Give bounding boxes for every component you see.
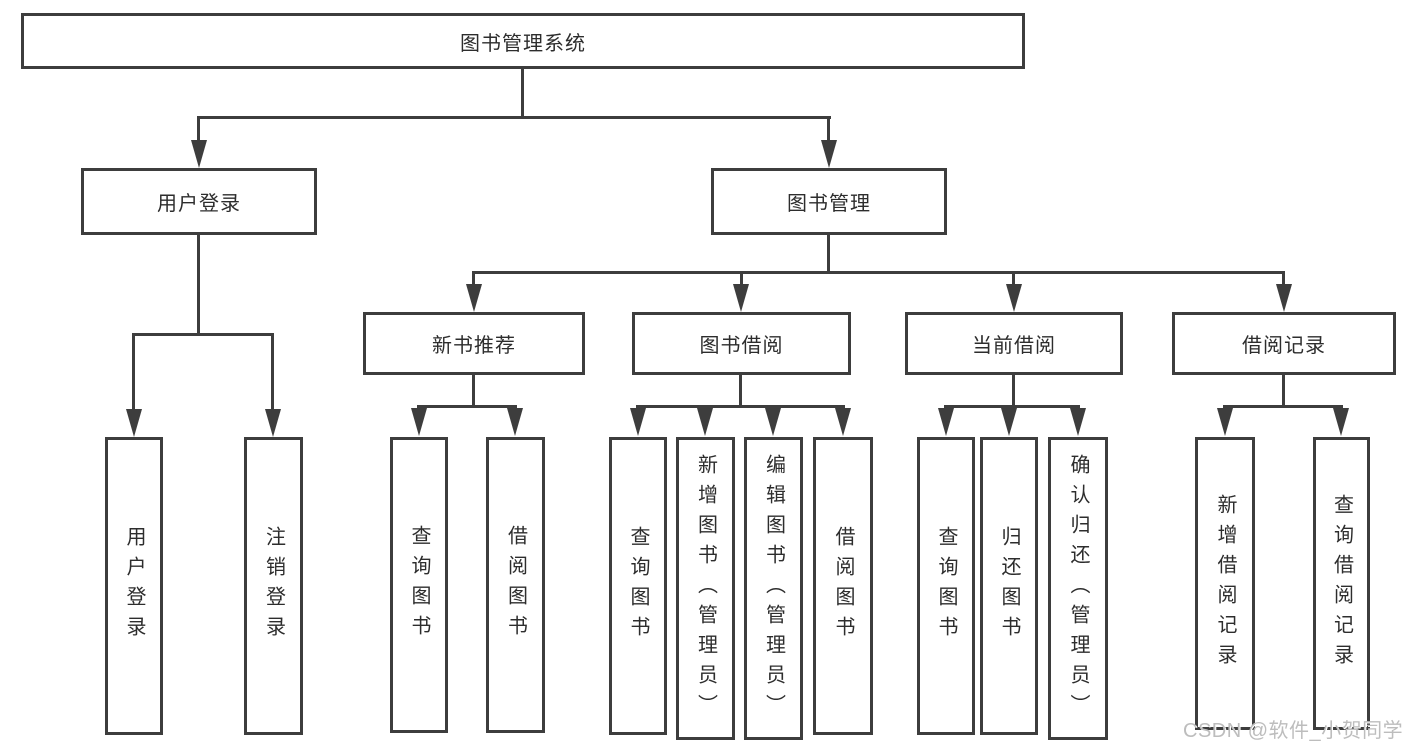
csdn-watermark: CSDN @软件_小贺同学 — [1183, 720, 1404, 742]
connector-root-bar — [197, 116, 831, 119]
arrow-down-icon — [411, 408, 427, 436]
connector-records-stem — [1282, 374, 1285, 408]
leaf-label: 用户登录 — [123, 526, 145, 646]
leaf-records-add-record: 新增借阅记录 — [1195, 437, 1255, 730]
connector-book-mgmt-stem — [827, 234, 830, 274]
leaf-label: 新增借阅记录 — [1214, 493, 1236, 674]
node-label: 新书推荐 — [432, 335, 516, 357]
connector-book-mgmt-drop — [1282, 271, 1285, 286]
node-borrowing-records: 借阅记录 — [1172, 312, 1396, 375]
arrow-down-icon — [1001, 408, 1017, 436]
leaf-label: 借阅图书 — [832, 526, 854, 646]
connector-user-login-drop-left — [132, 333, 135, 410]
arrow-down-icon — [507, 408, 523, 436]
connector-root-drop-right — [827, 116, 830, 141]
leaf-recommend-borrow-book: 借阅图书 — [486, 437, 545, 733]
arrow-down-icon — [835, 408, 851, 436]
arrow-down-icon — [1276, 284, 1292, 312]
connector-book-mgmt-bar — [472, 271, 1285, 274]
node-label: 当前借阅 — [972, 335, 1056, 357]
connector-records-bar — [1223, 405, 1343, 408]
connector-book-mgmt-drop — [472, 271, 475, 286]
leaf-label: 查询借阅记录 — [1330, 493, 1353, 674]
leaf-current-confirm-return-admin: 确认归还（管理员） — [1048, 437, 1108, 740]
node-label: 图书借阅 — [699, 335, 784, 357]
arrow-down-icon — [466, 284, 482, 312]
connector-book-mgmt-drop — [1012, 271, 1015, 286]
connector-root-stem — [521, 67, 524, 119]
leaf-label: 查询图书 — [408, 525, 430, 645]
node-label: 用户登录 — [157, 193, 241, 215]
arrow-down-icon — [265, 409, 281, 437]
leaf-logout: 注销登录 — [244, 437, 303, 735]
connector-user-login-stem — [197, 234, 200, 336]
leaf-borrowing-add-book-admin: 新增图书（管理员） — [676, 437, 735, 740]
connector-recommend-bar — [417, 405, 517, 408]
arrow-down-icon — [765, 408, 781, 436]
leaf-current-query-book: 查询图书 — [917, 437, 975, 735]
leaf-records-query-record: 查询借阅记录 — [1313, 437, 1370, 730]
leaf-borrowing-edit-book-admin: 编辑图书（管理员） — [744, 437, 803, 740]
arrow-down-icon — [1006, 284, 1022, 312]
connector-current-bar — [944, 405, 1080, 408]
leaf-label: 新增图书（管理员） — [694, 453, 717, 724]
arrow-down-icon — [821, 140, 837, 168]
leaf-label: 确认归还（管理员） — [1067, 453, 1089, 724]
connector-book-mgmt-drop — [740, 271, 743, 286]
leaf-label: 查询图书 — [627, 526, 649, 646]
leaf-label: 归还图书 — [998, 526, 1020, 646]
arrow-down-icon — [938, 408, 954, 436]
connector-current-stem — [1012, 374, 1015, 408]
node-book-management: 图书管理 — [711, 168, 947, 235]
connector-user-login-drop-right — [271, 333, 274, 410]
node-current-borrowing: 当前借阅 — [905, 312, 1123, 375]
node-label: 借阅记录 — [1242, 335, 1326, 357]
leaf-label: 查询图书 — [935, 526, 957, 646]
node-label: 图书管理 — [787, 193, 871, 215]
arrow-down-icon — [630, 408, 646, 436]
node-new-book-recommend: 新书推荐 — [363, 312, 585, 375]
arrow-down-icon — [1070, 408, 1086, 436]
connector-user-login-bar — [132, 333, 274, 336]
leaf-label: 编辑图书（管理员） — [762, 453, 785, 724]
node-library-management-system: 图书管理系统 — [21, 13, 1025, 69]
leaf-borrowing-query-book: 查询图书 — [609, 437, 667, 735]
arrow-down-icon — [733, 284, 749, 312]
node-label: 图书管理系统 — [460, 32, 586, 55]
leaf-current-return-book: 归还图书 — [980, 437, 1038, 735]
node-user-login: 用户登录 — [81, 168, 317, 235]
leaf-label: 借阅图书 — [504, 525, 527, 645]
arrow-down-icon — [1333, 408, 1349, 436]
connector-recommend-stem — [472, 374, 475, 408]
arrow-down-icon — [126, 409, 142, 437]
leaf-borrowing-borrow-book: 借阅图书 — [813, 437, 873, 735]
arrow-down-icon — [191, 140, 207, 168]
node-book-borrowing: 图书借阅 — [632, 312, 851, 375]
arrow-down-icon — [697, 408, 713, 436]
leaf-recommend-query-book: 查询图书 — [390, 437, 448, 733]
connector-borrowing-bar — [636, 405, 845, 408]
leaf-label: 注销登录 — [262, 526, 285, 646]
connector-root-drop-left — [197, 116, 200, 141]
connector-borrowing-stem — [739, 374, 742, 408]
arrow-down-icon — [1217, 408, 1233, 436]
leaf-user-login: 用户登录 — [105, 437, 163, 735]
